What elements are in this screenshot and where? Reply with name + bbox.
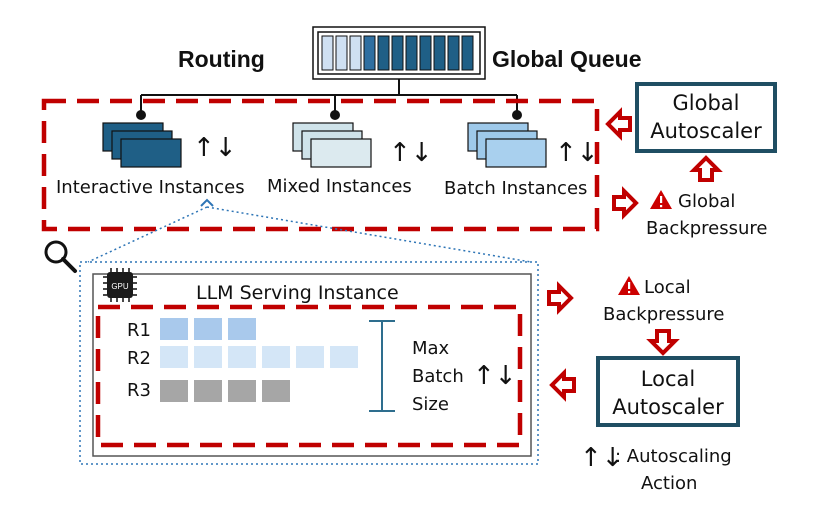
request-block-r2	[262, 346, 290, 368]
interactive-instances-stack	[102, 122, 182, 168]
autoscale-arrows-icon: ↑↓	[555, 138, 599, 168]
request-label-r1: R1	[127, 320, 151, 341]
global-backpressure-line1: Global	[678, 191, 735, 212]
autoscale-arrows-icon: ↑↓	[473, 361, 517, 391]
local-autoscaler-line1: Local	[641, 367, 695, 391]
local-backpressure-line2: Backpressure	[603, 304, 724, 325]
request-block-r1	[160, 318, 188, 340]
queue-slot	[461, 35, 474, 71]
queue-slot	[377, 35, 390, 71]
zoom-anchor	[200, 198, 214, 207]
request-block-r2	[330, 346, 358, 368]
gpu-chip-icon: GPU	[103, 268, 137, 302]
queue-slot	[433, 35, 446, 71]
warning-icon	[618, 276, 640, 295]
mixed-instances-stack	[292, 122, 372, 168]
max-batch-line2: Batch	[412, 366, 464, 387]
request-block-r3	[262, 380, 290, 402]
local-backpressure-down-arrow-icon	[649, 329, 677, 355]
queue-slot	[405, 35, 418, 71]
local-backpressure-line1: Local	[644, 277, 691, 298]
serving-instance-title: LLM Serving Instance	[196, 282, 399, 304]
autoscale-arrows-icon: ↑↓	[389, 138, 433, 168]
routing-label: Routing	[178, 46, 265, 72]
request-block-r2	[160, 346, 188, 368]
autoscale-arrows-icon: ↑↓	[193, 133, 237, 163]
local-autoscaler-box	[596, 356, 740, 427]
request-label-r2: R2	[127, 348, 151, 369]
global-backpressure-arrow-icon	[612, 189, 638, 217]
request-block-r1	[194, 318, 222, 340]
global-scope-box	[41, 98, 600, 232]
max-batch-bracket	[369, 320, 395, 412]
legend-text-line2: Action	[641, 473, 697, 494]
route-dot-batch	[512, 110, 522, 120]
request-block-r2	[228, 346, 256, 368]
max-batch-line1: Max	[412, 338, 450, 359]
max-batch-line3: Size	[412, 394, 449, 415]
request-block-r3	[228, 380, 256, 402]
route-dot-interactive	[136, 110, 146, 120]
queue-slot	[447, 35, 460, 71]
global-autoscaler-line2: Autoscaler	[650, 119, 762, 143]
local-scope-box	[95, 304, 523, 448]
global-autoscaler-line1: Global	[673, 91, 740, 115]
request-label-r3: R3	[127, 380, 151, 401]
batch-instances-stack	[467, 122, 547, 168]
batch-instances-label: Batch Instances	[444, 178, 587, 199]
legend-text-line1: : Autoscaling	[615, 446, 732, 467]
queue-slot	[349, 35, 362, 71]
queue-slot	[391, 35, 404, 71]
global-scale-arrow-icon	[606, 110, 632, 138]
queue-slot	[363, 35, 376, 71]
interactive-instances-label: Interactive Instances	[56, 177, 245, 198]
routing-tree	[140, 79, 518, 113]
legend-arrows-icon: ↑↓	[580, 443, 624, 473]
global-backpressure-line2: Backpressure	[646, 218, 767, 239]
request-block-r3	[160, 380, 188, 402]
queue-slot	[419, 35, 432, 71]
global-autoscaler-box	[635, 82, 777, 153]
queue-slot	[335, 35, 348, 71]
request-block-r2	[296, 346, 324, 368]
route-dot-mixed	[330, 110, 340, 120]
zoom-outline	[79, 206, 539, 465]
queue-slot	[321, 35, 334, 71]
request-block-r1	[228, 318, 256, 340]
global-queue	[312, 26, 486, 80]
request-block-r2	[194, 346, 222, 368]
local-scale-arrow-icon	[550, 371, 576, 399]
mixed-instances-label: Mixed Instances	[267, 176, 412, 197]
local-autoscaler-line2: Autoscaler	[612, 395, 724, 419]
global-queue-label: Global Queue	[492, 46, 642, 72]
request-block-r3	[194, 380, 222, 402]
magnifier-icon	[44, 240, 77, 273]
gpu-label: GPU	[111, 282, 129, 291]
global-backpressure-up-arrow-icon	[692, 156, 720, 182]
warning-icon	[650, 190, 672, 209]
local-backpressure-arrow-icon	[547, 284, 573, 312]
